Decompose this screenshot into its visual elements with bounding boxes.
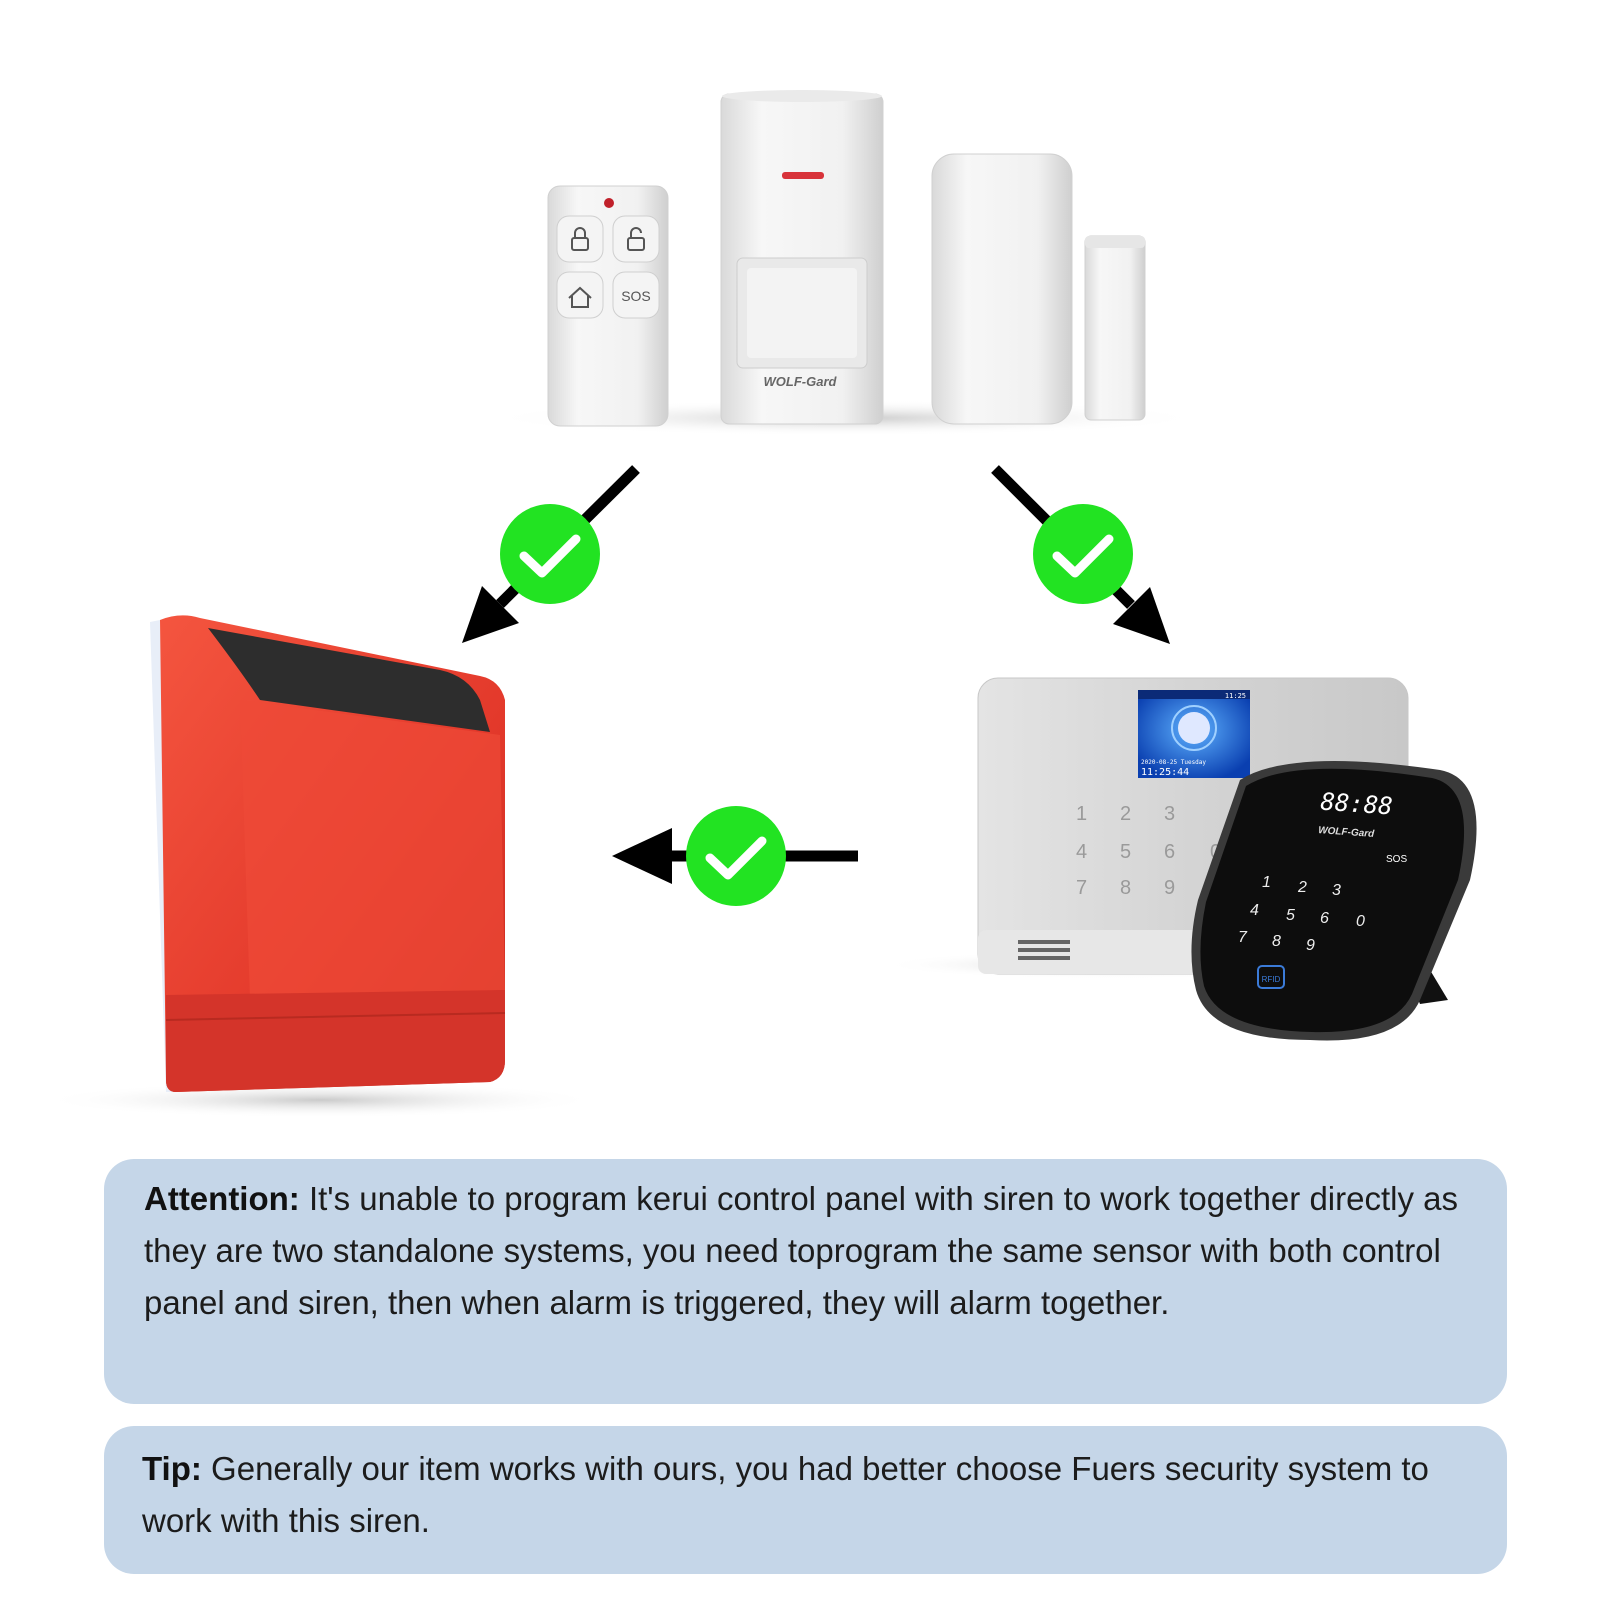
svg-text:2: 2 [1120,803,1131,825]
remote-button-sos [612,271,660,319]
motion-sensor: WOLF-Gard [720,90,884,425]
svg-text:0: 0 [1356,913,1365,930]
motion-sensor-brand: WOLF-Gard [764,374,838,389]
svg-text:3: 3 [1164,803,1175,825]
svg-text:RFID: RFID [1262,975,1281,984]
svg-text:2020-08-25 Tuesday: 2020-08-25 Tuesday [1141,759,1206,766]
svg-text:8: 8 [1272,933,1281,950]
remote-button-home [556,271,604,319]
svg-text:9: 9 [1164,877,1175,899]
siren-strobe-lens [166,990,505,1092]
svg-text:5: 5 [1286,907,1295,924]
check-icon [1033,504,1133,604]
svg-text:2: 2 [1297,879,1307,896]
unlock-icon [627,227,645,251]
control-panel-speaker-grille [1018,940,1070,960]
remote-control: SOS [547,185,669,427]
svg-text:3: 3 [1332,882,1341,899]
svg-text:1: 1 [1076,803,1087,825]
svg-text:88:88: 88:88 [1320,788,1394,821]
svg-text:6: 6 [1320,910,1329,927]
svg-text:4: 4 [1076,841,1087,863]
svg-text:11:25:44: 11:25:44 [1141,767,1189,778]
svg-text:11:25: 11:25 [1225,692,1246,700]
wireless-keypad: 88:88 WOLF-Gard SOS 1 2 3 4 5 6 0 7 8 9 … [1191,761,1477,1041]
svg-text:8: 8 [1120,877,1131,899]
motion-sensor-led [782,172,824,179]
tip-label: Tip: [142,1450,202,1487]
door-sensor [931,153,1146,425]
svg-text:7: 7 [1238,929,1248,946]
svg-text:7: 7 [1076,877,1087,899]
svg-text:9: 9 [1306,937,1315,954]
home-icon [568,286,592,308]
svg-text:WOLF-Gard: WOLF-Gard [1318,825,1376,840]
check-icon [500,504,600,604]
tip-note: Tip: Generally our item works with ours,… [104,1426,1507,1574]
svg-text:5: 5 [1120,841,1131,863]
siren [40,615,600,1118]
attention-text: It's unable to program kerui control pan… [144,1180,1458,1321]
lock-icon [571,227,589,251]
svg-text:6: 6 [1164,841,1175,863]
remote-sos-label: SOS [621,288,651,304]
attention-label: Attention: [144,1180,300,1217]
svg-text:4: 4 [1250,902,1259,919]
product-compatibility-diagram: SOS WOLF-Gard [40,90,1477,1118]
attention-note: Attention: It's unable to program kerui … [104,1159,1507,1404]
check-icon [686,806,786,906]
siren-solar-panel [208,628,490,732]
door-sensor-magnet [1084,235,1146,421]
rfid-icon: RFID [1257,965,1285,989]
svg-text:SOS: SOS [1386,854,1407,865]
tip-text: Generally our item works with ours, you … [142,1450,1429,1539]
svg-text:1: 1 [1262,874,1271,891]
